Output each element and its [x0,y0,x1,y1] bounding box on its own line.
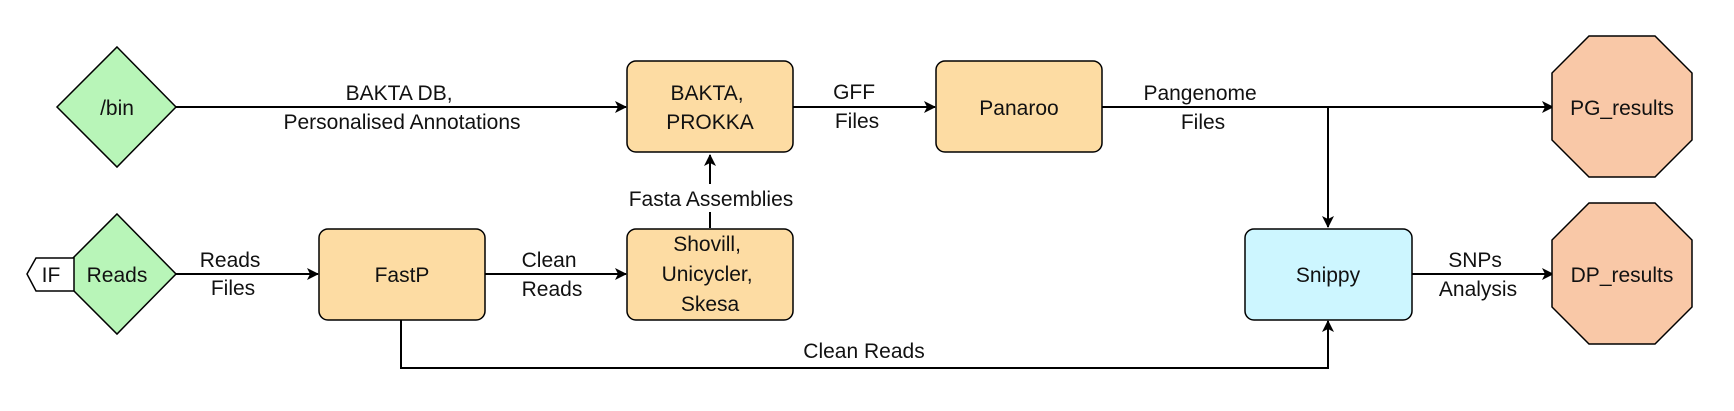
node-bakta-label: BAKTA, PROKKA [666,82,754,134]
node-assembly[interactable]: Shovill, Unicycler, Skesa [626,228,794,321]
edge-label-line: Analysis [1439,278,1517,301]
node-snippy[interactable]: Snippy [1244,228,1413,321]
edge-fastp-to-snippy [400,320,1334,369]
panaroo-box-shape [935,60,1103,153]
edge-label-line: Reads [522,278,583,301]
node-label-line: Shovill, [673,233,741,256]
fastp-box-shape [318,228,486,321]
edge-label-fastp-to-assembly: Clean Reads [522,249,583,301]
edge-label-line: SNPs [1448,249,1502,272]
edge-label-line: Clean [522,249,577,272]
node-fastp-label: FastP [375,264,430,287]
if-tag-label: IF [42,264,61,287]
node-snippy-label: Snippy [1296,264,1361,287]
node-assembly-label: Shovill, Unicycler, Skesa [662,233,759,316]
assembly-box-shape [626,228,794,321]
node-reads[interactable]: IF Reads [26,212,178,336]
node-panaroo[interactable]: Panaroo [935,60,1103,153]
edge-label-assembly-to-bakta: Fasta Assemblies [629,188,794,211]
edge-label-fastp-to-snippy: Clean Reads [803,340,924,363]
edge-label-line: GFF [833,81,875,104]
node-fastp[interactable]: FastP [318,228,486,321]
edge-label-bin-to-bakta: BAKTA DB, Personalised Annotations [284,82,521,134]
node-pg-results-label: PG_results [1570,97,1674,120]
reads-diamond-shape [55,212,178,336]
edge-label-bakta-to-panaroo: GFF Files [833,81,881,133]
edge-label-background [612,184,808,212]
node-bakta-prokka[interactable]: BAKTA, PROKKA [626,60,794,153]
node-bin-label: /bin [100,97,134,120]
node-label-line: Unicycler, [662,263,753,286]
edge-label-line: BAKTA DB, [346,82,453,105]
edge-label-line: Reads [200,249,261,272]
node-reads-label: Reads [87,264,148,287]
node-pg-results[interactable]: PG_results [1551,35,1693,178]
node-bin[interactable]: /bin [55,45,178,169]
node-dp-results[interactable]: DP_results [1551,202,1693,345]
pg-results-octagon-shape [1551,35,1693,178]
dp-results-octagon-shape [1551,202,1693,345]
snippy-box-shape [1244,228,1413,321]
edge-label-reads-to-fastp: Reads Files [200,249,267,300]
node-dp-results-label: DP_results [1571,264,1674,287]
edge-label-line: Personalised Annotations [284,111,521,134]
node-panaroo-label: Panaroo [979,97,1058,120]
bakta-box-shape [626,60,794,153]
edge-label-line: Pangenome [1143,82,1256,105]
node-label-line: PROKKA [666,111,754,134]
edge-label-line: Files [1181,111,1225,134]
edge-panaroo-to-snippy [1102,106,1334,228]
bin-diamond-shape [55,45,178,169]
node-label-line: BAKTA, [671,82,744,105]
edge-label-snippy-to-dp: SNPs Analysis [1439,249,1517,301]
if-tag-shape [26,257,75,292]
edge-label-panaroo-to-pg: Pangenome Files [1143,82,1262,134]
edge-label-line: Files [211,277,255,300]
node-label-line: Skesa [681,293,740,316]
edge-label-line: Files [835,110,879,133]
